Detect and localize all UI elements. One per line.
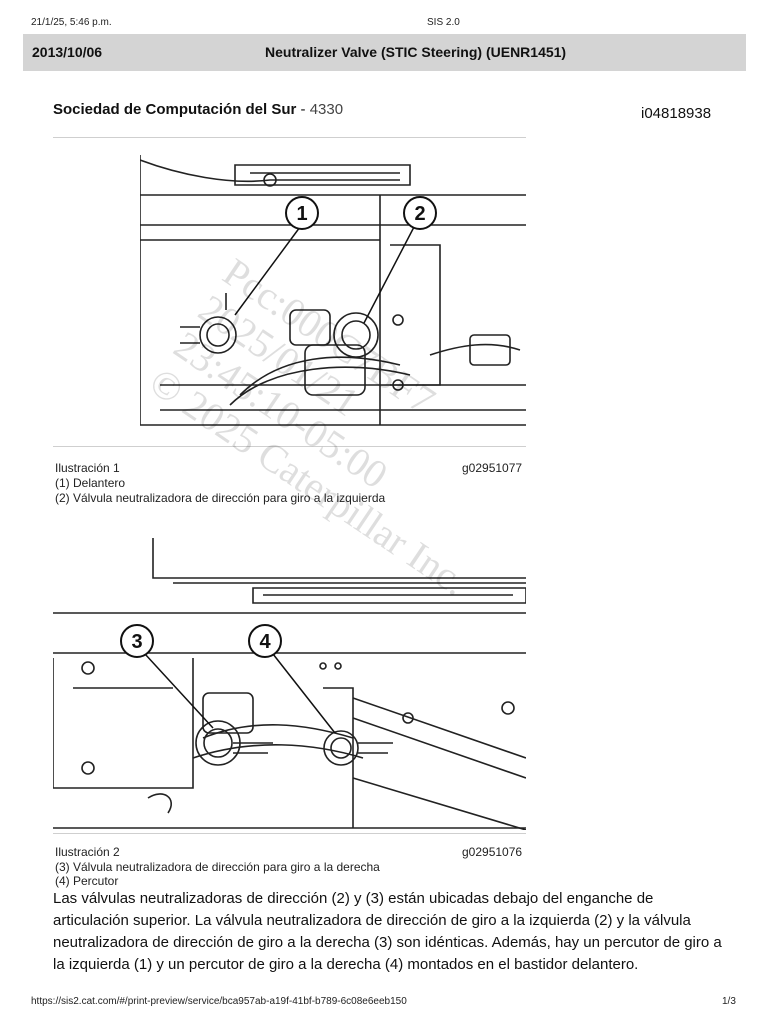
document-header-bar: 2013/10/06 Neutralizer Valve (STIC Steer… <box>23 34 746 71</box>
print-datetime: 21/1/25, 5:46 p.m. <box>31 17 112 28</box>
publication-date: 2013/10/06 <box>32 44 103 60</box>
marker-3: 3 <box>131 631 142 653</box>
illustration-2-image: 3 4 <box>53 538 526 830</box>
print-app-name: SIS 2.0 <box>427 17 460 28</box>
marker-2: 2 <box>414 203 425 225</box>
illustration-2-callout: (4) Percutor <box>55 874 119 888</box>
company-name: Sociedad de Computación del Sur <box>53 101 297 118</box>
divider <box>53 137 526 138</box>
body-paragraph: Las válvulas neutralizadoras de direcció… <box>53 890 722 973</box>
document-title: Neutralizer Valve (STIC Steering) (UENR1… <box>265 44 567 60</box>
divider <box>53 833 526 834</box>
company-line: Sociedad de Computación del Sur - 4330 <box>53 101 343 118</box>
company-separator: - <box>296 101 310 118</box>
illustration-1-callout: (2) Válvula neutralizadora de dirección … <box>55 491 386 505</box>
document-id: i04818938 <box>641 105 712 122</box>
divider <box>53 446 526 447</box>
company-code: 4330 <box>309 101 344 118</box>
illustration-1-callout: (1) Delantero <box>55 476 126 490</box>
illustration-2-callout: (3) Válvula neutralizadora de dirección … <box>55 860 380 874</box>
illustration-2-graphic-id: g02951076 <box>462 845 523 859</box>
illustration-1-label: Ilustración 1 <box>55 461 120 475</box>
footer-url[interactable]: https://sis2.cat.com/#/print-preview/ser… <box>31 996 407 1007</box>
page-number: 1/3 <box>722 996 736 1007</box>
illustration-2-label: Ilustración 2 <box>55 845 120 859</box>
marker-4: 4 <box>259 631 271 653</box>
illustration-1-image: 1 2 <box>140 155 526 426</box>
marker-1: 1 <box>296 203 307 225</box>
illustration-1-graphic-id: g02951077 <box>462 461 523 475</box>
